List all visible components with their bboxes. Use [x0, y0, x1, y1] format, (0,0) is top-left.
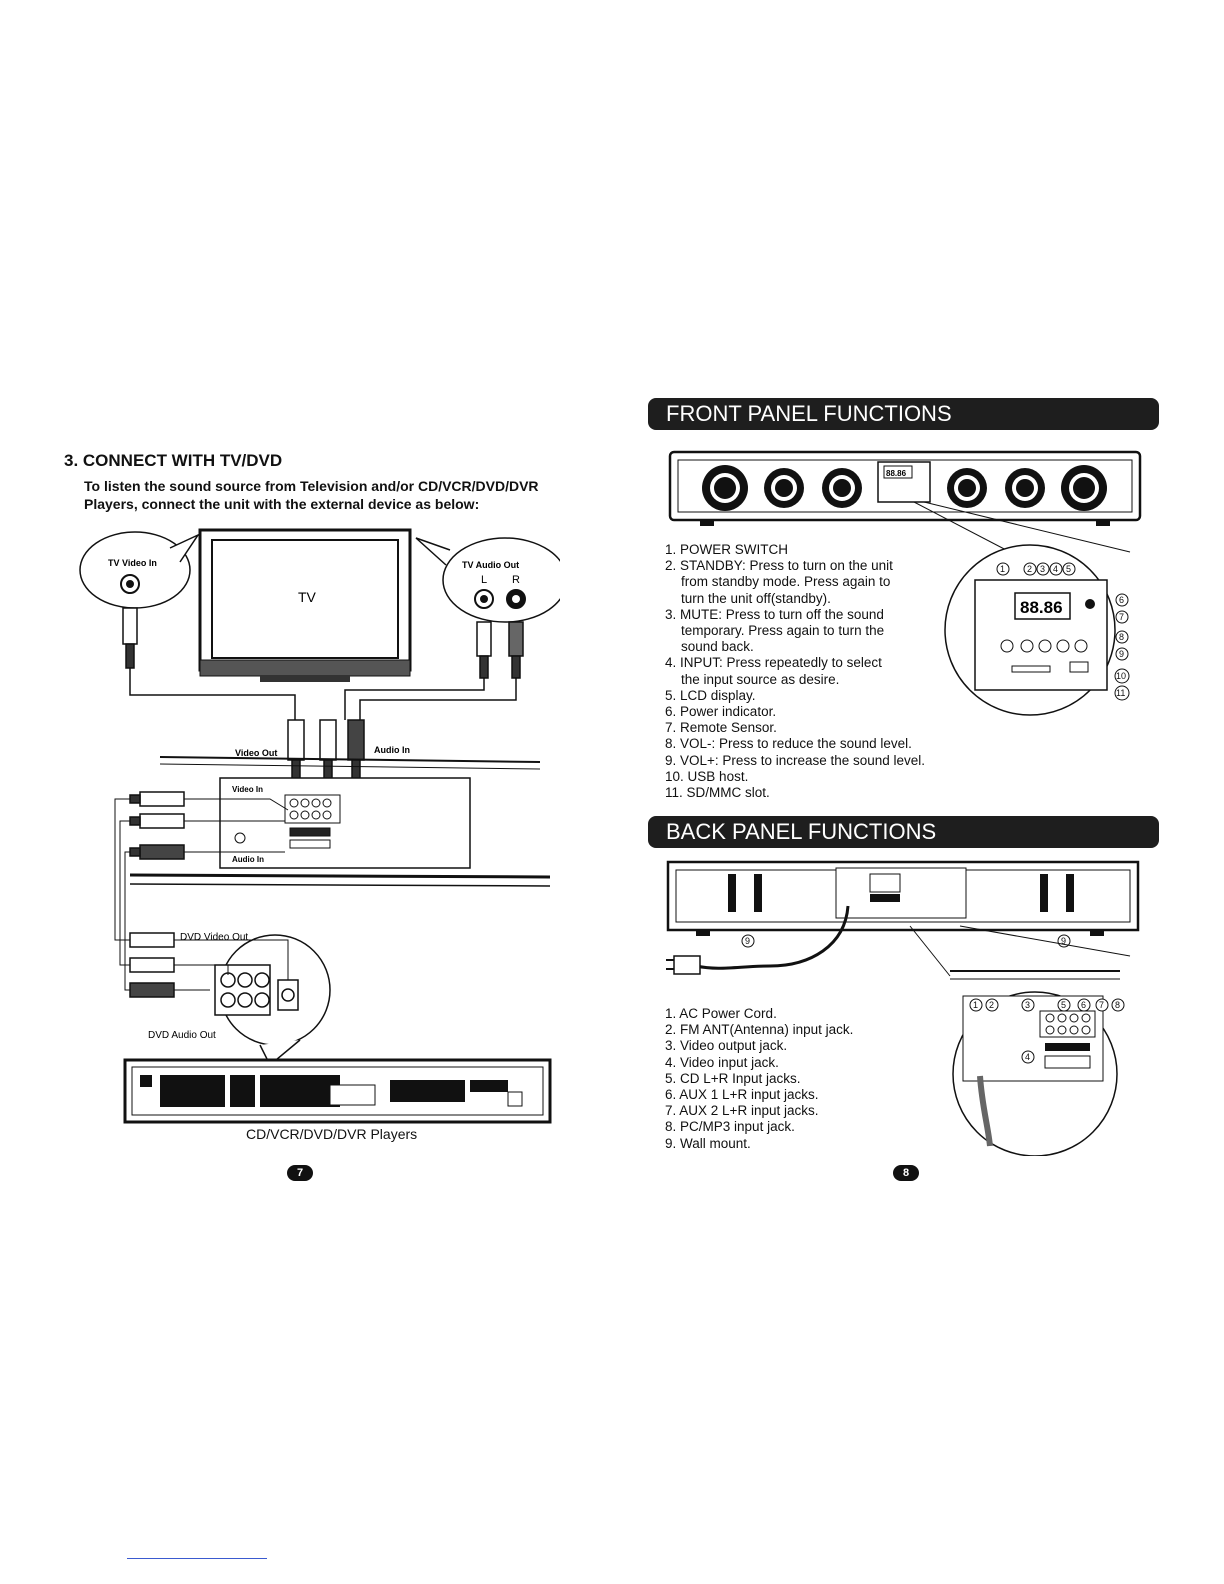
tv-audio-out-callout [442, 537, 560, 623]
front-item-11: 11. SD/MMC slot. [665, 785, 770, 801]
svg-text:9: 9 [1119, 649, 1124, 659]
audio-in-label: Audio In [374, 745, 410, 755]
section-title: 3. CONNECT WITH TV/DVD [64, 451, 283, 470]
svg-text:8: 8 [1119, 632, 1124, 642]
svg-text:10: 10 [1116, 671, 1126, 681]
back-panel-banner: BACK PANEL FUNCTIONS [648, 816, 1159, 848]
svg-text:7: 7 [1099, 1000, 1104, 1010]
svg-text:7: 7 [1119, 612, 1124, 622]
back-item-1: 1. AC Power Cord. [665, 1006, 777, 1021]
dvd-player-caption: CD/VCR/DVD/DVR Players [246, 1126, 418, 1142]
tv-illustration [198, 528, 412, 682]
front-item-8: 8. VOL-: Press to reduce the sound level… [665, 736, 912, 752]
unit-back-panel [219, 777, 471, 869]
front-item-10: 10. USB host. [665, 768, 749, 784]
tv-video-in-callout [79, 531, 191, 609]
svg-text:9: 9 [745, 936, 750, 946]
dvd-audio-out-label: DVD Audio Out [148, 1030, 216, 1041]
svg-text:6: 6 [1119, 595, 1124, 605]
front-item-6: 6. Power indicator. [665, 704, 777, 720]
intro-line-1: To listen the sound source from Televisi… [84, 478, 539, 494]
page-number-right: 8 [893, 1165, 919, 1181]
video-in-label: Video In [232, 785, 263, 794]
page-number-left: 7 [287, 1165, 313, 1181]
right-channel-label: R [512, 574, 520, 586]
tv-audio-out-label: TV Audio Out [462, 560, 519, 570]
svg-text:9: 9 [1061, 936, 1066, 946]
svg-text:2: 2 [1027, 564, 1032, 574]
footnote-rule [127, 1558, 267, 1559]
audio-in-panel-label: Audio In [232, 855, 264, 864]
svg-text:5: 5 [1061, 1000, 1066, 1010]
back-panel-function-list: 1. AC Power Cord. 2. FM ANT(Antenna) inp… [665, 1006, 915, 1152]
svg-text:8: 8 [1115, 1000, 1120, 1010]
svg-text:4: 4 [1025, 1052, 1030, 1062]
svg-text:11: 11 [1116, 688, 1125, 698]
front-item-9: 9. VOL+: Press to increase the sound lev… [665, 752, 926, 768]
svg-text:2: 2 [989, 1000, 994, 1010]
intro-line-2: Players, connect the unit with the exter… [84, 496, 480, 512]
back-item-3: 3. Video output jack. [665, 1038, 788, 1054]
back-item-6: 6. AUX 1 L+R input jacks. [665, 1087, 819, 1103]
back-item-4: 4. Video input jack. [665, 1054, 779, 1070]
svg-text:5: 5 [1066, 564, 1071, 574]
front-item-7: 7. Remote Sensor. [665, 720, 777, 736]
dvd-video-out-label: DVD Video Out [180, 932, 248, 943]
video-out-label: Video Out [235, 748, 277, 758]
left-channel-label: L [481, 574, 487, 586]
svg-text:4: 4 [1053, 564, 1058, 574]
back-item-9: 9. Wall mount. [665, 1135, 751, 1151]
tv-dvd-connection-diagram: TV TV Video In TV Audio Out L R Video Ou… [79, 528, 560, 1124]
svg-text:3: 3 [1025, 1000, 1030, 1010]
tv-video-in-label: TV Video In [108, 558, 157, 568]
back-item-5: 5. CD L+R Input jacks. [665, 1070, 801, 1086]
svg-text:1: 1 [1000, 564, 1005, 574]
front-panel-function-list: 1. POWER SWITCH 2. STANDBY: Press to tur… [665, 542, 955, 801]
back-item-7: 7. AUX 2 L+R input jacks. [665, 1103, 819, 1119]
front-item-5: 5. LCD display. [665, 687, 756, 703]
front-lcd-zoom: 88.86 [1020, 598, 1063, 617]
front-panel-diagram: 88.86 88.86 1 2 3 4 5 6 7 8 9 10 11 [668, 450, 1142, 716]
front-item-1: 1. POWER SWITCH [665, 542, 789, 557]
svg-text:6: 6 [1081, 1000, 1086, 1010]
svg-text:1: 1 [973, 1000, 978, 1010]
tv-label: TV [298, 589, 317, 605]
back-item-2: 2. FM ANT(Antenna) input jack. [665, 1022, 854, 1038]
back-item-8: 8. PC/MP3 input jack. [665, 1119, 795, 1135]
back-panel-diagram: 9 9 1 2 3 5 6 7 8 4 [666, 860, 1140, 1156]
front-lcd-mini: 88.86 [886, 469, 907, 478]
front-panel-banner: FRONT PANEL FUNCTIONS [648, 398, 1159, 430]
svg-text:3: 3 [1040, 564, 1045, 574]
